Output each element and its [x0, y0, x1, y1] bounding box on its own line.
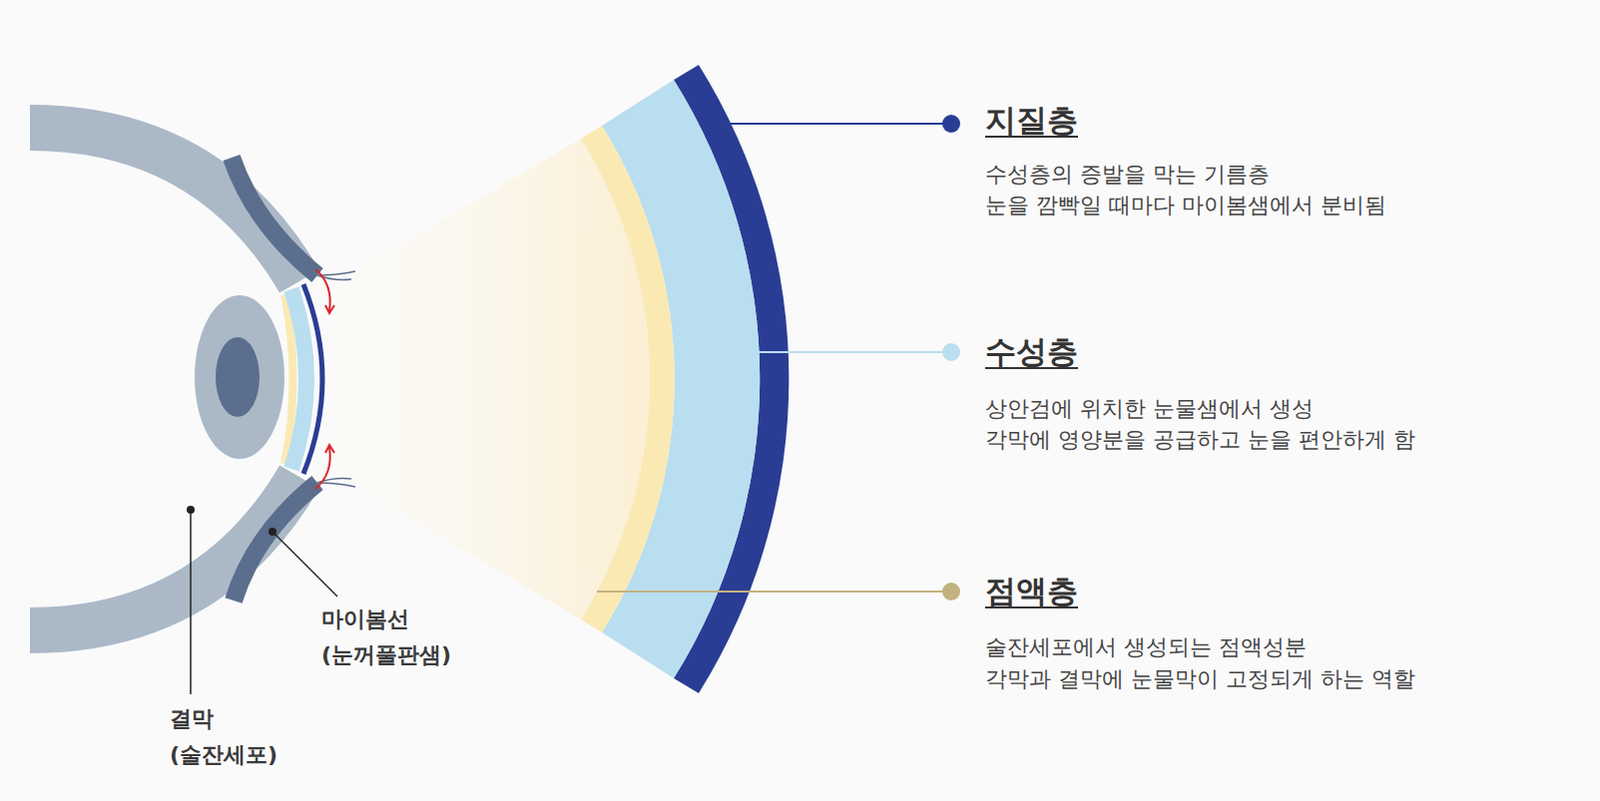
part-name: 결막 — [169, 704, 214, 735]
layer-description: 각막에 영양분을 공급하고 눈을 편안하게 함 — [985, 425, 1416, 456]
part-name: (술잔세포) — [169, 740, 278, 771]
leader-line — [189, 510, 192, 695]
leader-dot — [942, 343, 961, 362]
secretion-arrow — [315, 269, 331, 312]
magnify-fan — [334, 138, 650, 620]
arrow-head — [325, 305, 335, 314]
layer-description: 수성층의 증발을 막는 기름층 — [985, 159, 1270, 190]
layer-heading: 점액층 — [985, 570, 1078, 613]
pupil — [215, 337, 260, 418]
layer-description: 눈을 깜빡일 때마다 마이봄샘에서 분비됨 — [985, 190, 1387, 221]
arrow-head — [325, 445, 335, 454]
small-aqueous — [291, 289, 307, 470]
part-name: (눈꺼풀판샘) — [321, 640, 452, 671]
layer-description: 각막과 결막에 눈물막이 고정되게 하는 역할 — [985, 664, 1416, 695]
secretion-arrow — [315, 447, 331, 490]
small-mucin — [284, 294, 294, 465]
iris — [194, 295, 285, 460]
part-name: 마이봄선 — [321, 604, 410, 635]
layer-heading: 수성층 — [985, 331, 1078, 374]
small-lipid — [303, 284, 323, 475]
upper-eyelid — [231, 157, 318, 276]
layer-heading: 지질층 — [985, 99, 1078, 142]
leader-line — [714, 122, 947, 125]
lower-eyelid — [233, 483, 318, 601]
mucin-band — [580, 125, 675, 633]
leader-dot — [942, 114, 961, 133]
leader-line — [272, 532, 338, 597]
leader-line — [596, 590, 947, 593]
leader-line — [743, 351, 947, 354]
leader-dot — [942, 582, 961, 601]
layer-description: 상안검에 위치한 눈물샘에서 생성 — [985, 394, 1314, 425]
layer-description: 술잔세포에서 생성되는 점액성분 — [985, 632, 1307, 663]
